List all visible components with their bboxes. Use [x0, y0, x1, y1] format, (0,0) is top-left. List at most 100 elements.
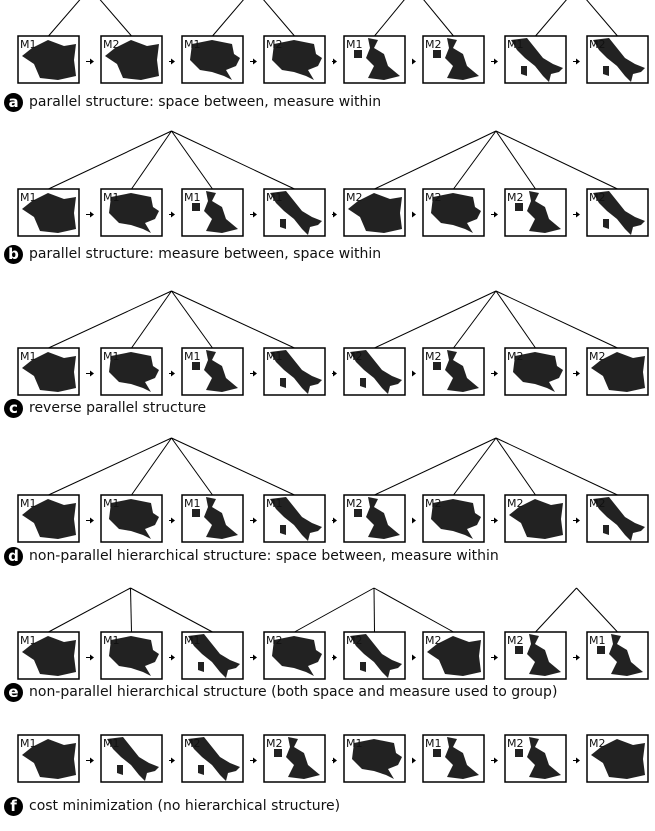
arrow-icon — [412, 757, 416, 764]
map-panel: M2 — [422, 494, 485, 543]
uk-map-icon — [515, 737, 561, 779]
map-panel: M1 — [17, 188, 80, 237]
measure-label: M1 — [184, 350, 201, 363]
caption-a: a parallel structure: space between, mea… — [4, 92, 381, 112]
italy-map-icon — [188, 737, 240, 781]
us-map-icon — [431, 499, 481, 539]
map-panel: M1 — [343, 35, 406, 84]
measure-label: M1 — [507, 38, 524, 51]
measure-label: M2 — [425, 191, 442, 204]
measure-label: M1 — [20, 350, 37, 363]
tree-group-e-3 — [535, 587, 618, 633]
measure-label: M1 — [20, 38, 37, 51]
measure-label: M2 — [507, 737, 524, 750]
uk-map-icon — [515, 191, 561, 233]
tree-group-a-3 — [374, 0, 454, 37]
measure-label: M2 — [266, 737, 283, 750]
tree-edge — [48, 130, 172, 190]
measure-label: M2 — [346, 350, 363, 363]
map-panel: M1 — [181, 494, 244, 543]
measure-label: M1 — [184, 38, 201, 51]
tree-edge — [48, 587, 131, 633]
map-panel: M1 — [181, 631, 244, 680]
tree-edge — [535, 0, 567, 37]
measure-label: M1 — [184, 497, 201, 510]
uk-map-icon — [192, 350, 238, 392]
arrow-icon — [169, 58, 175, 65]
measure-label: M1 — [103, 350, 120, 363]
arrow-icon — [169, 370, 175, 377]
measure-label: M1 — [20, 737, 37, 750]
tree-edge — [453, 130, 497, 190]
arrow-icon — [332, 654, 337, 661]
uk-map-icon — [515, 634, 561, 676]
arrow-icon — [250, 757, 257, 764]
arrow-icon — [332, 370, 337, 377]
france-map-icon — [22, 40, 76, 80]
us-map-icon — [190, 40, 240, 80]
tree-edge — [495, 290, 618, 349]
arrow-icon — [86, 370, 94, 377]
arrow-icon — [491, 654, 498, 661]
france-map-icon — [22, 499, 76, 539]
arrow-icon — [169, 517, 175, 524]
tree-group-b-2 — [374, 130, 618, 190]
arrow-icon — [86, 517, 94, 524]
tree-edge — [171, 130, 295, 190]
map-panel: M2 — [504, 188, 567, 237]
measure-label: M2 — [425, 38, 442, 51]
us-map-icon — [513, 352, 563, 392]
tree-edge — [171, 437, 295, 496]
measure-label: M1 — [103, 634, 120, 647]
france-map-icon — [22, 739, 76, 779]
italy-map-icon — [350, 350, 402, 394]
italy-map-icon — [350, 634, 402, 678]
measure-label: M2 — [346, 634, 363, 647]
caption-text-a: parallel structure: space between, measu… — [29, 94, 382, 110]
tree-edge — [374, 437, 497, 496]
uk-map-icon — [433, 737, 479, 779]
tree-edge — [535, 587, 577, 633]
measure-label: M2 — [266, 634, 283, 647]
tree-edge — [374, 0, 405, 37]
measure-label: M1 — [425, 737, 442, 750]
tree-group-d-1 — [48, 437, 295, 496]
caption-e: e non-parallel hierarchical structure (b… — [4, 682, 557, 702]
arrow-icon — [86, 58, 94, 65]
measure-label: M2 — [425, 497, 442, 510]
map-panel: M2 — [586, 734, 649, 783]
map-panel: M1 — [100, 631, 163, 680]
caption-text-d: non-parallel hierarchical structure: spa… — [29, 548, 499, 564]
france-map-icon — [22, 193, 76, 233]
italy-map-icon — [270, 497, 322, 541]
tree-edge — [131, 437, 172, 496]
measure-label: M1 — [103, 497, 120, 510]
map-panel: M2 — [343, 188, 406, 237]
measure-label: M1 — [184, 634, 201, 647]
tree-group-c-1 — [48, 290, 295, 349]
tree-edge — [131, 130, 172, 190]
map-panel: M2 — [586, 188, 649, 237]
map-panel: M2 — [504, 347, 567, 396]
measure-label: M1 — [266, 191, 283, 204]
arrow-icon — [412, 517, 416, 524]
tree-edge — [373, 587, 375, 633]
arrow-icon — [169, 211, 175, 218]
arrow-icon — [573, 58, 580, 65]
tree-edge — [374, 290, 497, 349]
map-panel: M2 — [504, 734, 567, 783]
uk-map-icon — [354, 38, 400, 80]
arrow-icon — [573, 654, 580, 661]
tree-edge — [130, 587, 132, 633]
tree-edge — [495, 437, 536, 496]
tree-edge — [263, 0, 295, 37]
italy-map-icon — [270, 191, 322, 235]
map-panel: M1 — [263, 188, 326, 237]
map-panel: M2 — [343, 631, 406, 680]
map-panel: M1 — [17, 35, 80, 84]
us-map-icon — [272, 636, 322, 676]
arrow-icon — [573, 517, 580, 524]
measure-label: M2 — [507, 634, 524, 647]
map-panel: M2 — [422, 188, 485, 237]
